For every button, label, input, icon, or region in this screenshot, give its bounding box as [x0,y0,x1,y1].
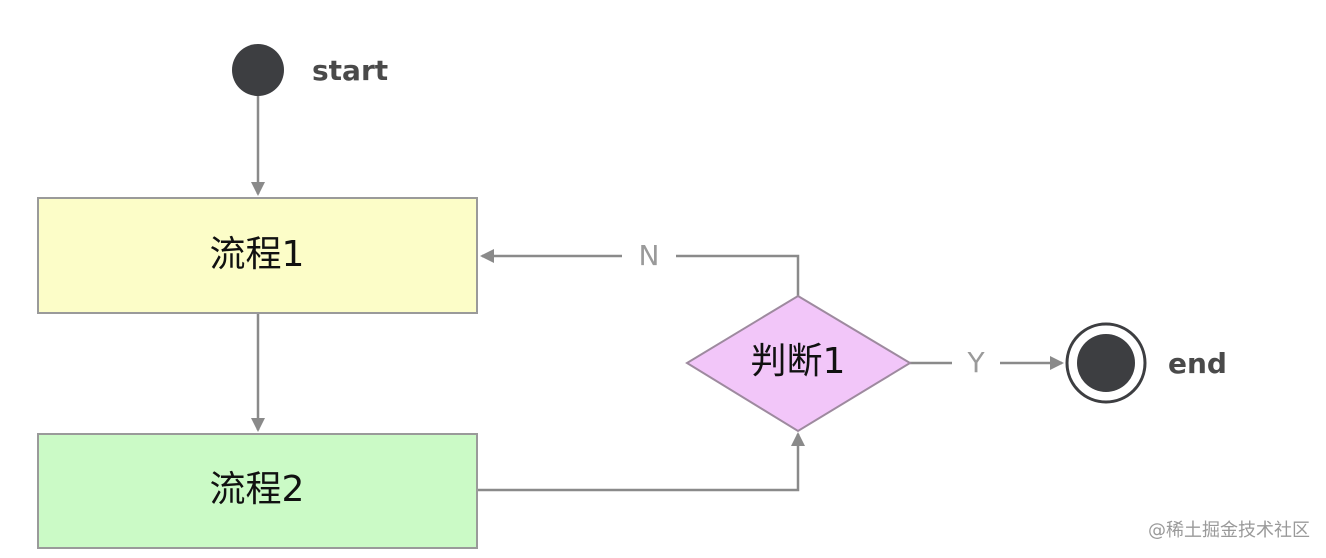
decision-label: 判断1 [751,341,846,382]
end-label: end [1168,347,1227,380]
start-node [232,44,284,96]
process2-label: 流程2 [210,469,305,510]
edge-decision-to-process1-right [676,254,800,296]
process1-label: 流程1 [210,234,305,275]
start-label: start [312,54,388,87]
process1-box [37,197,478,314]
end-node-core [1077,334,1135,392]
decision-diamond [685,294,912,433]
watermark-text: @稀土掘金技术社区 [1148,520,1310,541]
edge-process2-to-decision [478,432,805,492]
edge-label-no: N [639,239,660,272]
edge-label-yes: Y [966,346,985,379]
process2-box [37,433,478,549]
